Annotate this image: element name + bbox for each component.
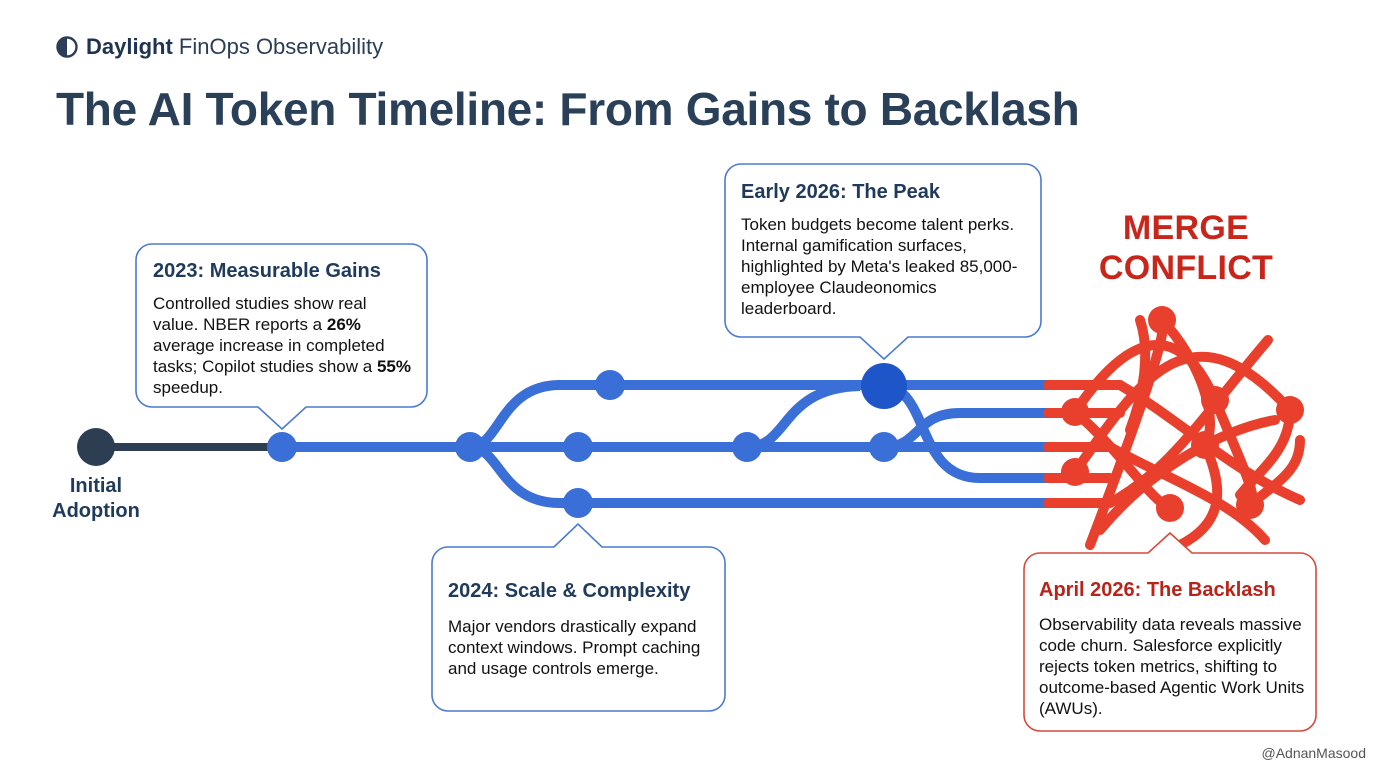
callout-box-gains (135, 243, 428, 431)
crossover-line (746, 381, 861, 452)
callout-scale: 2024: Scale & Complexity Major vendors d… (448, 581, 714, 679)
origin-label: Initial Adoption (52, 475, 140, 522)
node-crossover (732, 432, 762, 462)
callout-gains-body: Controlled studies show real value. NBER… (153, 294, 411, 397)
origin-node (77, 428, 115, 466)
callout-gains-title: 2023: Measurable Gains (153, 260, 381, 282)
callout-backlash: April 2026: The Backlash Observability d… (1039, 580, 1311, 719)
callout-backlash-body: Observability data reveals massive code … (1039, 615, 1305, 718)
callout-box-scale (431, 522, 726, 712)
callout-gains: 2023: Measurable Gains Controlled studie… (153, 261, 415, 398)
brand: Daylight FinOps Observability (56, 34, 383, 60)
mid-upper-line (883, 408, 1060, 452)
node-middle-late (869, 432, 899, 462)
callout-scale-title: 2024: Scale & Complexity (448, 580, 691, 602)
brand-name: Daylight (86, 34, 173, 59)
callout-box-backlash (1023, 531, 1317, 732)
callout-box-peak (724, 163, 1042, 361)
node-2024 (563, 488, 593, 518)
callout-peak-title: Early 2026: The Peak (741, 181, 941, 203)
node-middle (563, 432, 593, 462)
daylight-logo-icon (56, 36, 78, 58)
page-title: The AI Token Timeline: From Gains to Bac… (56, 83, 1080, 135)
node-upper (595, 370, 625, 400)
merge-conflict-nodes (1061, 306, 1304, 522)
callout-peak: Early 2026: The Peak Token budgets becom… (741, 182, 1033, 319)
callout-peak-body: Token budgets become talent perks. Inter… (741, 215, 1018, 318)
node-peak (861, 363, 907, 409)
callout-scale-body: Major vendors drastically expand context… (448, 617, 701, 678)
node-branch-split (455, 432, 485, 462)
brand-product: FinOps Observability (178, 34, 384, 59)
author-watermark: @AdnanMasood (1261, 745, 1366, 761)
merge-conflict-label: MERGE CONFLICT (1098, 209, 1274, 287)
callout-backlash-title: April 2026: The Backlash (1039, 579, 1276, 601)
node-2023 (267, 432, 297, 462)
